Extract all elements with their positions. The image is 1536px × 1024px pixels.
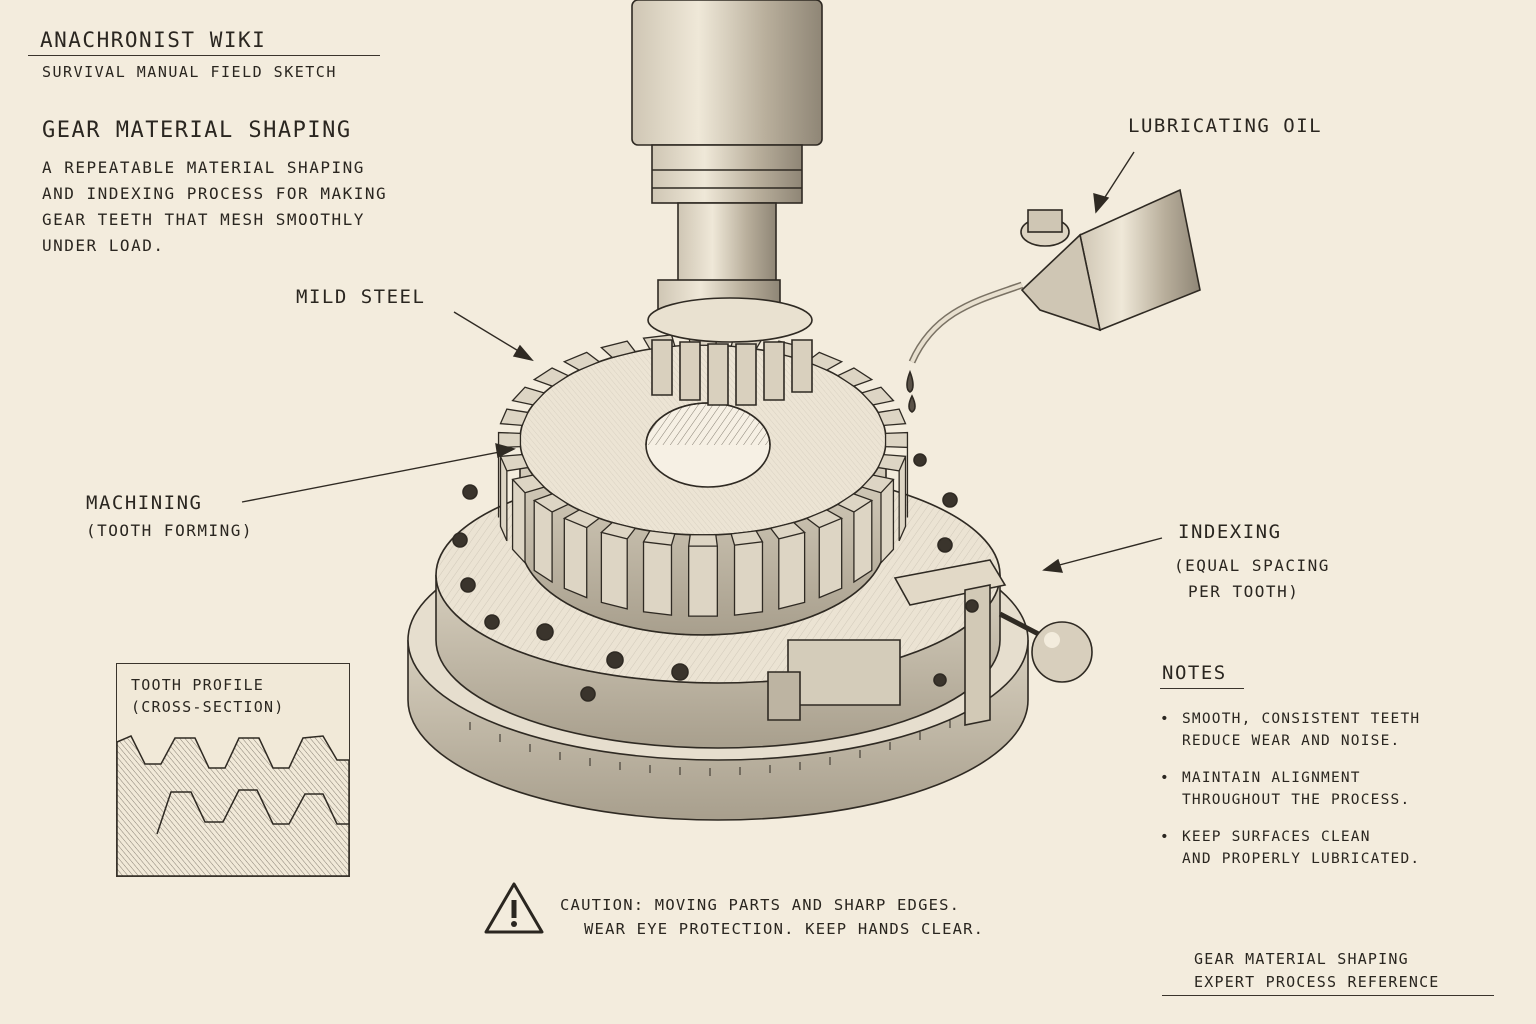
gear-tooth — [730, 530, 764, 616]
gear-tooth — [860, 474, 895, 565]
label-indexing-sub-1: (Equal spacing — [1174, 556, 1330, 575]
inset-caption-line: Tooth Profile — [131, 676, 264, 694]
label-mild-steel: Mild Steel — [296, 286, 426, 308]
gear-tooth — [805, 509, 844, 599]
bullet: • — [1160, 711, 1170, 727]
gear-tooth — [877, 453, 907, 542]
site-subtitle: Survival Manual Field Sketch — [42, 63, 337, 81]
gear-tooth — [805, 351, 844, 371]
gear-tooth — [642, 530, 676, 616]
site-title: Anachronist Wiki — [40, 28, 267, 52]
note-item: • Smooth, consistent teeth reduce wear a… — [1160, 708, 1420, 752]
note-line: and properly lubricated. — [1182, 851, 1421, 867]
cutter-spindle — [631, 0, 823, 406]
gear-tooth — [562, 509, 601, 599]
gear-tooth — [860, 386, 895, 406]
description-line: and indexing process for making — [42, 184, 388, 203]
caution-line: Caution: Moving parts and sharp edges. — [560, 896, 961, 914]
gear-workpiece — [497, 333, 909, 636]
gear-tooth — [511, 386, 546, 406]
bullet: • — [1160, 829, 1170, 845]
footer-rule — [1162, 995, 1494, 996]
tooth-profile-drawing — [117, 735, 349, 876]
bullet: • — [1160, 770, 1170, 786]
note-line: Keep surfaces clean — [1182, 829, 1371, 845]
note-item: • Maintain alignment throughout the proc… — [1160, 767, 1420, 811]
footer-line: Expert Process Reference — [1194, 973, 1440, 991]
description: A repeatable material shaping and indexi… — [42, 155, 387, 259]
leader-lines — [241, 151, 1163, 573]
oil-can — [906, 188, 1201, 413]
label-indexing-sub-2: per tooth) — [1188, 582, 1300, 601]
notes-list: • Smooth, consistent teeth reduce wear a… — [1160, 708, 1420, 885]
label-indexing: Indexing — [1178, 521, 1282, 543]
caution-line: Wear eye protection. Keep hands clear. — [584, 920, 985, 938]
label-machining-sub: (Tooth Forming) — [86, 521, 253, 540]
note-line: Maintain alignment — [1182, 770, 1361, 786]
gear-tooth — [511, 474, 546, 565]
gear-tooth — [499, 408, 529, 427]
note-line: Smooth, consistent teeth — [1182, 711, 1421, 727]
inset-caption-line: (Cross-Section) — [131, 698, 285, 716]
gear-tooth — [836, 367, 874, 387]
footer: Gear Material Shaping Expert Process Ref… — [1194, 948, 1440, 994]
header-rule — [28, 55, 380, 56]
note-line: reduce wear and noise. — [1182, 733, 1401, 749]
gear-tooth — [769, 521, 806, 610]
gear-tooth — [600, 521, 637, 610]
gear-tooth — [884, 431, 909, 518]
note-item: • Keep surfaces clean and properly lubri… — [1160, 826, 1420, 870]
description-line: under load. — [42, 236, 165, 255]
gear-tooth — [687, 534, 719, 617]
description-line: gear teeth that mesh smoothly — [42, 210, 365, 229]
gear-tooth — [600, 340, 637, 359]
note-line: throughout the process. — [1182, 792, 1411, 808]
gear-tooth — [532, 493, 570, 584]
gear-tooth — [562, 351, 601, 371]
label-lubricating-oil: Lubricating Oil — [1128, 115, 1323, 137]
gear-tooth — [532, 367, 570, 387]
footer-line: Gear Material Shaping — [1194, 950, 1409, 968]
notes-rule — [1160, 688, 1244, 689]
notes-heading: Notes — [1162, 662, 1227, 684]
caution-text: Caution: Moving parts and sharp edges. W… — [560, 893, 984, 941]
gear-tooth — [836, 493, 874, 584]
page-title: Gear Material Shaping — [42, 118, 352, 143]
indexing-arm — [893, 559, 1093, 726]
tooth-profile-inset: Tooth Profile (Cross-Section) — [116, 663, 350, 877]
warning-triangle-icon — [484, 882, 544, 934]
gear-tooth — [877, 408, 907, 427]
description-line: A repeatable material shaping — [42, 158, 365, 177]
label-machining: Machining — [86, 492, 203, 514]
